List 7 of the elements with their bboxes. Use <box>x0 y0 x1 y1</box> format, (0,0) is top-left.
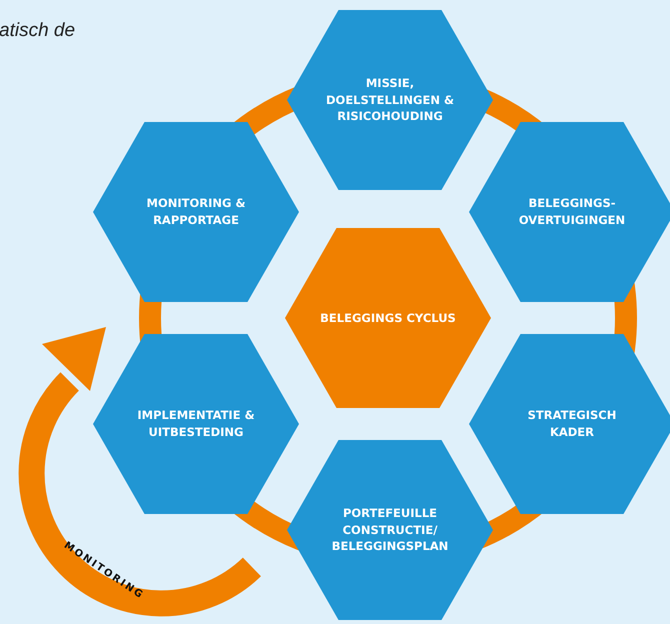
hexagon-label: BELEGGINGS CYCLUS <box>320 310 456 326</box>
hexagon-label: MONITORING & RAPPORTAGE <box>146 195 246 229</box>
hexagon-label: MISSIE, DOELSTELLINGEN & RISICOHOUDING <box>325 74 455 125</box>
hexagon-label: IMPLEMENTATIE & UITBESTEDING <box>136 407 256 441</box>
hexagon-label: BELEGGINGS-OVERTUIGINGEN <box>518 195 626 229</box>
hexagon-label: STRATEGISCH KADER <box>526 407 618 441</box>
hexagon-label: PORTEFEUILLE CONSTRUCTIE/ BELEGGINGSPLAN <box>330 504 450 555</box>
